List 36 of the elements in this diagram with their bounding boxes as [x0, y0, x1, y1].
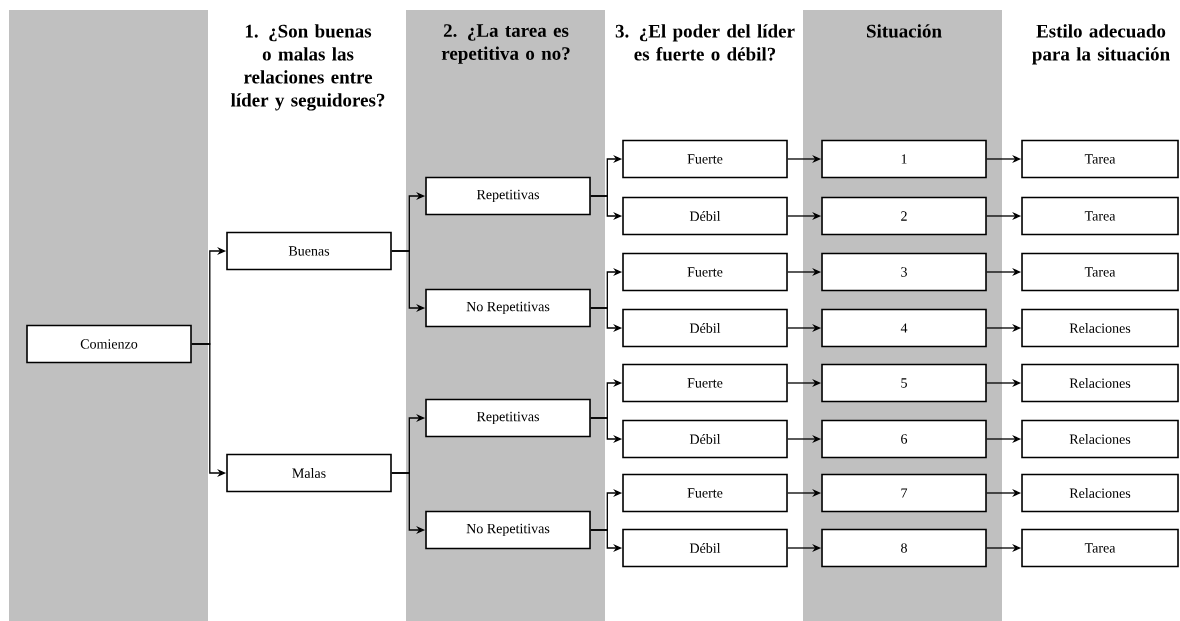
option-box: No Repetitivas: [425, 288, 591, 328]
column-heading: Situación: [867, 24, 942, 38]
option-box: Malas: [226, 453, 392, 493]
option-box: 6: [821, 419, 987, 459]
option-box: Débil: [622, 528, 788, 568]
column-heading: 1. ¿Son buenas o malas las relaciones entre líder y seguidores?: [230, 24, 385, 111]
option-box: Fuerte: [622, 473, 788, 513]
option-box: Repetitivas: [425, 398, 591, 438]
option-box: Tarea: [1021, 196, 1179, 236]
option-box: 2: [821, 196, 987, 236]
option-box: Tarea: [1021, 528, 1179, 568]
column-heading: 3. ¿El poder del líder es fuerte o débil?: [615, 24, 795, 61]
option-box: Fuerte: [622, 363, 788, 403]
option-box: Tarea: [1021, 139, 1179, 179]
option-box: Comienzo: [26, 324, 192, 364]
option-box: Débil: [622, 196, 788, 236]
option-box: 5: [821, 363, 987, 403]
option-box: Relaciones: [1021, 473, 1179, 513]
option-box: 1: [821, 139, 987, 179]
option-box: Tarea: [1021, 252, 1179, 292]
option-box: 4: [821, 308, 987, 348]
option-box: Relaciones: [1021, 363, 1179, 403]
option-box: Fuerte: [622, 252, 788, 292]
option-box: Débil: [622, 308, 788, 348]
column-heading: Estilo adecuado para la situación: [1032, 24, 1170, 65]
column-heading: 2. ¿La tarea es repetitiva o no?: [441, 24, 570, 64]
option-box: Débil: [622, 419, 788, 459]
option-box: Repetitivas: [425, 176, 591, 216]
option-box: 8: [821, 528, 987, 568]
option-box: Relaciones: [1021, 308, 1179, 348]
option-box: 3: [821, 252, 987, 292]
option-box: No Repetitivas: [425, 510, 591, 550]
option-box: 7: [821, 473, 987, 513]
option-box: Relaciones: [1021, 419, 1179, 459]
option-box: Fuerte: [622, 139, 788, 179]
option-box: Buenas: [226, 231, 392, 271]
